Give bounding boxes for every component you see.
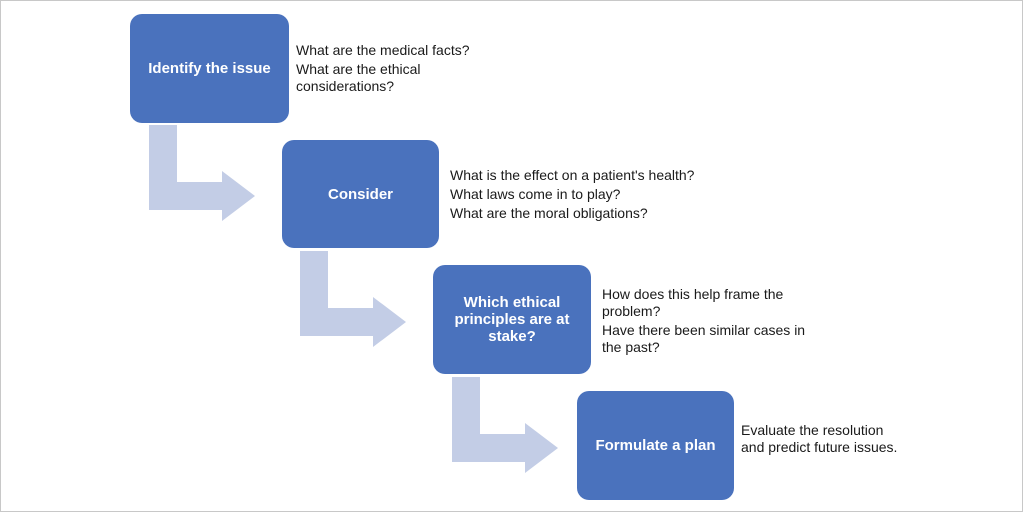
note-item: What are the medical facts? [296, 42, 470, 58]
step-label: Consider [327, 185, 393, 203]
step-notes-consider: What is the effect on a patient's health… [450, 167, 730, 222]
step-notes-ethical-principles: How does this help frame the problem? Ha… [602, 286, 814, 356]
step-box-ethical-principles: Which ethical principles are at stake? [433, 265, 591, 374]
bent-arrow-1 [149, 125, 255, 221]
note-item: What laws come in to play? [450, 186, 621, 202]
note-item: What are the ethical considerations? [296, 61, 421, 94]
step-box-formulate-plan: Formulate a plan [577, 391, 734, 500]
note-item: What is the effect on a patient's health… [450, 167, 695, 183]
step-label: Identify the issue [148, 60, 271, 77]
step-label: Which ethical principles are at stake? [454, 294, 570, 345]
step-notes-identify-issue: What are the medical facts? What are the… [296, 42, 496, 95]
step-notes-formulate-plan: Evaluate the resolution and predict futu… [741, 422, 901, 456]
step-box-consider: Consider [282, 140, 439, 248]
note-item: Evaluate the resolution and predict futu… [741, 422, 898, 455]
bent-arrow-2 [300, 251, 406, 347]
step-label: Formulate a plan [595, 437, 716, 454]
note-item: Have there been similar cases in the pas… [602, 322, 806, 355]
bent-arrow-3 [452, 377, 558, 473]
step-box-identify-issue: Identify the issue [130, 14, 289, 123]
note-item: What are the moral obligations? [450, 205, 648, 221]
note-item: How does this help frame the problem? [602, 286, 784, 319]
